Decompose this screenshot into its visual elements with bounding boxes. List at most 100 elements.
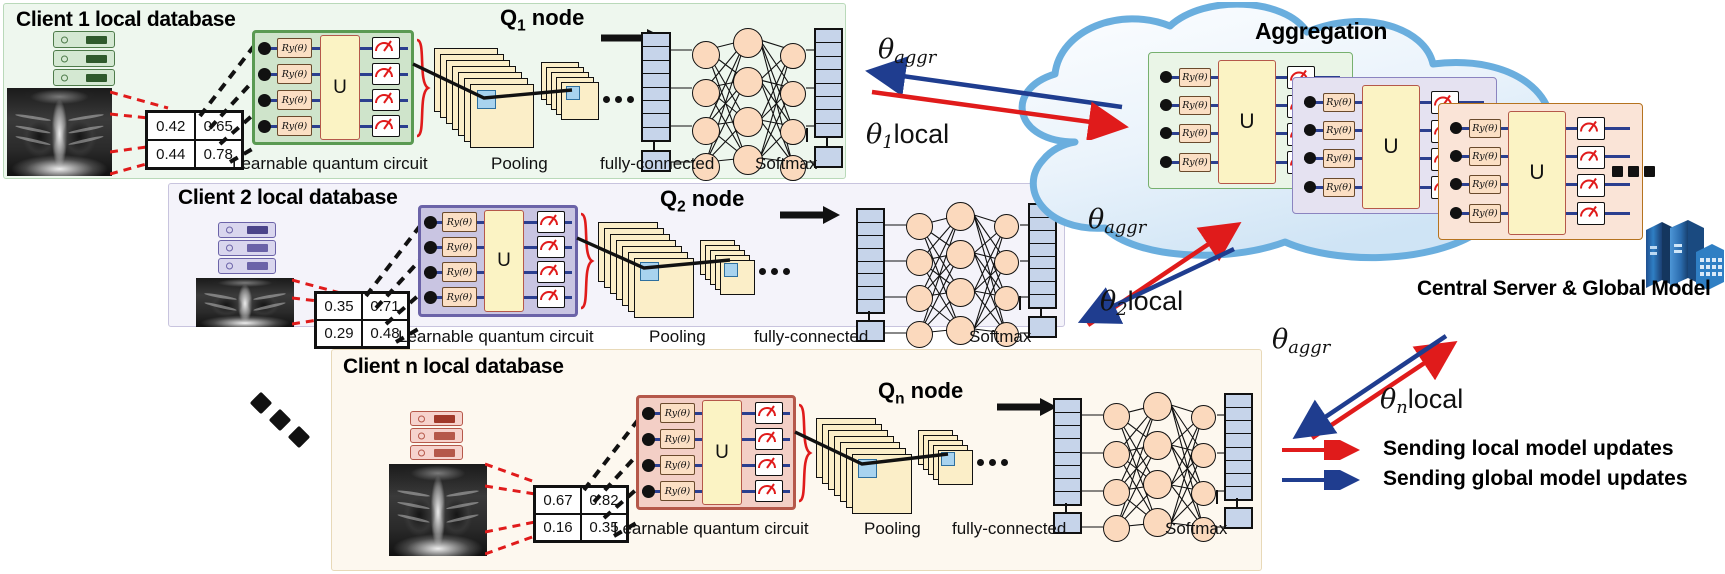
control-dot bbox=[258, 68, 271, 81]
ry-gate: Ry(θ) bbox=[442, 237, 477, 257]
client-2-matrix-to-circuit-links bbox=[364, 224, 422, 344]
measurement-gate bbox=[755, 428, 783, 450]
client-2-flatten-gap bbox=[868, 311, 870, 321]
unitary-gate: U bbox=[484, 210, 524, 312]
matrix-cell: 0.16 bbox=[535, 514, 581, 541]
ry-gate: Ry(θ) bbox=[1179, 153, 1211, 172]
client-2-title: Client 2 local database bbox=[178, 186, 398, 209]
client-2-flatten-last bbox=[856, 320, 885, 342]
client-2-flatten-vector bbox=[856, 208, 885, 314]
measurement-gate bbox=[755, 480, 783, 502]
theta-aggr-label-1: θaggr bbox=[878, 34, 937, 68]
control-dot bbox=[642, 459, 655, 472]
theta-local-label-1: θ1local bbox=[866, 119, 950, 153]
client-1-caption-pooling: Pooling bbox=[491, 154, 548, 173]
client-2-caption-fc: fully-connected bbox=[754, 327, 869, 346]
client-n-flow-arrow bbox=[997, 398, 1057, 416]
control-dot bbox=[1304, 181, 1316, 193]
measurement-gate bbox=[372, 63, 400, 85]
client-2-output-brace bbox=[580, 212, 595, 310]
control-dot bbox=[1450, 207, 1462, 219]
unitary-gate: U bbox=[320, 35, 360, 140]
matrix-cell: 0.78 bbox=[194, 140, 242, 168]
control-dot bbox=[1450, 150, 1462, 162]
unitary-gate: U bbox=[1508, 111, 1566, 235]
control-dot bbox=[424, 291, 437, 304]
client-n-xray-image bbox=[389, 464, 487, 556]
client-2-feature-matrix: 0.35 0.71 0.29 0.48 bbox=[314, 291, 410, 349]
client-2-softmax-link bbox=[1040, 307, 1042, 317]
matrix-cell: 0.44 bbox=[147, 140, 195, 168]
central-server-icon bbox=[1646, 220, 1724, 290]
measurement-gate bbox=[755, 402, 783, 424]
control-dot bbox=[1160, 71, 1172, 83]
client-2-softmax-gap bbox=[1019, 296, 1021, 310]
ry-gate: Ry(θ) bbox=[1323, 178, 1355, 197]
ry-gate: Ry(θ) bbox=[1469, 119, 1501, 138]
measurement-gate bbox=[537, 211, 565, 233]
client-n-softmax-vector bbox=[1224, 393, 1253, 501]
ry-gate: Ry(θ) bbox=[1323, 149, 1355, 168]
unitary-gate: U bbox=[702, 400, 742, 505]
legend-global-label: Sending global model updates bbox=[1383, 467, 1688, 490]
ry-gate: Ry(θ) bbox=[277, 116, 312, 136]
matrix-cell: 0.29 bbox=[316, 320, 362, 347]
client-1-q-node-label: Q1 node bbox=[500, 5, 585, 35]
control-dot bbox=[258, 94, 271, 107]
control-dot bbox=[1450, 122, 1462, 134]
unitary-gate: U bbox=[1218, 60, 1276, 184]
matrix-cell: 0.35 bbox=[316, 293, 362, 320]
client-2-flow-arrow bbox=[780, 206, 840, 224]
client-1-title: Client 1 local database bbox=[16, 8, 236, 31]
client-1-xray-image bbox=[7, 88, 112, 176]
theta-aggr-label-2: θaggr bbox=[1088, 204, 1147, 238]
control-dot bbox=[1304, 96, 1316, 108]
client-n-flatten-vector bbox=[1053, 398, 1082, 506]
control-dot bbox=[424, 266, 437, 279]
client-n-caption-circuit: Learnable quantum circuit bbox=[613, 519, 809, 538]
ry-gate: Ry(θ) bbox=[1469, 147, 1501, 166]
client-n-softmax-last bbox=[1224, 507, 1253, 529]
ry-gate: Ry(θ) bbox=[1179, 124, 1211, 143]
client-n-title: Client n local database bbox=[343, 355, 564, 378]
legend-local-label: Sending local model updates bbox=[1383, 437, 1674, 460]
client-2-caption-pooling: Pooling bbox=[649, 327, 706, 346]
measurement-gate bbox=[1577, 174, 1605, 197]
measurement-gate bbox=[537, 261, 565, 283]
client-n-image-to-matrix-links bbox=[485, 462, 536, 556]
matrix-cell: 0.65 bbox=[194, 112, 242, 140]
control-dot bbox=[258, 42, 271, 55]
control-dot bbox=[1160, 99, 1172, 111]
client-1-flatten-last bbox=[641, 150, 671, 172]
theta-local-label-n: θnlocal bbox=[1380, 384, 1464, 418]
measurement-gate bbox=[537, 236, 565, 258]
client-1-softmax-gap bbox=[806, 128, 808, 142]
client-n-flatten-last bbox=[1053, 512, 1082, 534]
control-dot bbox=[1160, 127, 1172, 139]
client-1-caption-fc: fully-connected bbox=[600, 154, 715, 173]
exchange-arrows-client-1 bbox=[865, 56, 1129, 140]
matrix-cell: 0.67 bbox=[535, 487, 581, 514]
ry-gate: Ry(θ) bbox=[442, 212, 477, 232]
control-dot bbox=[1450, 178, 1462, 190]
control-dot bbox=[642, 485, 655, 498]
client-1-flatten-gap bbox=[653, 140, 655, 151]
client-n-output-brace bbox=[798, 403, 813, 503]
measurement-gate bbox=[1577, 146, 1605, 169]
matrix-cell: 0.42 bbox=[147, 112, 195, 140]
client-2-q-node-label: Q2 node bbox=[660, 186, 745, 216]
measurement-gate bbox=[372, 115, 400, 137]
ry-gate: Ry(θ) bbox=[1323, 121, 1355, 140]
client-n-softmax-gap bbox=[1216, 490, 1218, 504]
ry-gate: Ry(θ) bbox=[442, 287, 477, 307]
client-1-softmax-link bbox=[826, 136, 828, 147]
control-dot bbox=[258, 120, 271, 133]
control-dot bbox=[424, 241, 437, 254]
central-server-caption: Central Server & Global Model bbox=[1417, 277, 1711, 300]
client-2-xray-image bbox=[196, 278, 294, 327]
ry-gate: Ry(θ) bbox=[1179, 68, 1211, 87]
ry-gate: Ry(θ) bbox=[442, 262, 477, 282]
client-2-softmax-last bbox=[1028, 316, 1057, 338]
client-n-pooling-link bbox=[794, 430, 949, 466]
